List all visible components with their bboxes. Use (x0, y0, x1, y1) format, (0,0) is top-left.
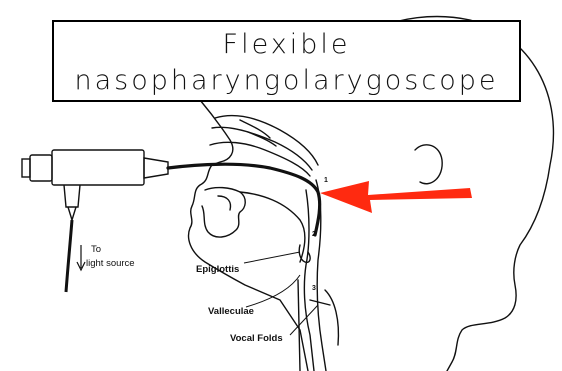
ear (415, 145, 442, 184)
vocal-folds-leader (290, 305, 318, 335)
red-pointer-arrow (320, 181, 472, 213)
down-arrow-icon (77, 245, 85, 270)
vocal-folds-label: Vocal Folds (230, 333, 283, 344)
valleculae-label: Valleculae (208, 306, 254, 317)
scope-handle (64, 185, 80, 207)
face-profile (189, 100, 308, 371)
epiglottis-label: Epiglottis (196, 264, 239, 275)
title-line-1: Flexible (54, 31, 519, 58)
light-cable (66, 220, 72, 292)
marker-1: 1 (324, 177, 328, 184)
eyepiece (30, 155, 52, 181)
tongue (202, 188, 245, 238)
marker-2: 2 (312, 231, 316, 238)
title-line-2: nasopharyngolarygoscope (54, 67, 519, 94)
valleculae-leader (246, 275, 300, 307)
title-box: Flexible nasopharyngolarygoscope (52, 20, 521, 102)
epiglottis-leader (244, 252, 300, 263)
light-source-label-line2: light source (86, 258, 135, 269)
scope-body (52, 150, 144, 185)
light-source-label-line1: To (91, 244, 101, 255)
marker-3: 3 (312, 285, 316, 292)
